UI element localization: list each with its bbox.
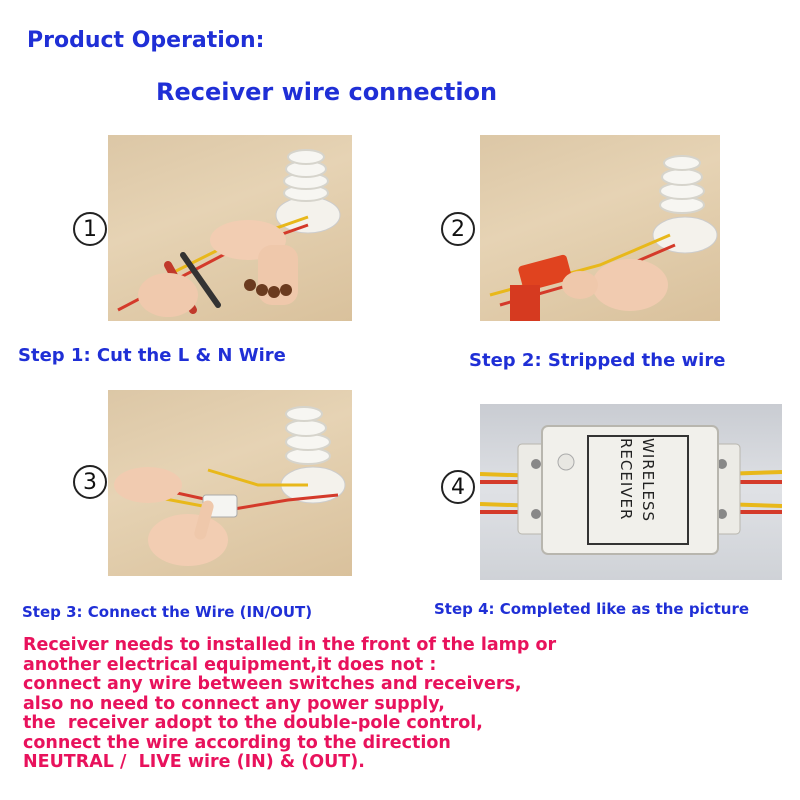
note-line: also no need to connect any power supply… [23,693,445,714]
note-line: another electrical equipment,it does not… [23,654,437,675]
step-1-photo [108,135,352,321]
stripping-wire-illustration [489,155,718,321]
note-line: connect the wire according to the direct… [23,732,451,753]
connecting-wire-illustration [114,406,346,566]
receiver-label-line-1: WIRELESS [639,438,657,523]
note-line: the receiver adopt to the double-pole co… [23,713,483,733]
step-3-number: 3 [73,465,107,499]
receiver-label-line-2: RECEIVER [617,438,635,521]
step-1-number: 1 [73,212,107,246]
step-3-photo [108,390,352,576]
step-2-number: 2 [441,212,475,246]
wireless-receiver-illustration [480,425,782,555]
step-2-photo [480,135,720,321]
note-line: Receiver needs to installed in the front… [23,635,557,655]
note-line: NEUTRAL / LIVE wire (IN) & (OUT). [23,752,365,772]
step-4-photo: WIRELESS RECEIVER [480,404,782,580]
step-1-label: Step 1: Cut the L & N Wire [18,345,286,366]
step-3-label: Step 3: Connect the Wire (IN/OUT) [22,603,313,621]
step-4-label: Step 4: Completed like as the picture [434,600,750,618]
page-title: Product Operation: [27,28,265,53]
installation-note: Receiver needs to installed in the front… [23,635,557,773]
receiver-label: WIRELESS RECEIVER [607,438,667,542]
page-subtitle: Receiver wire connection [156,78,498,106]
step-2-label: Step 2: Stripped the wire [469,350,726,371]
step-4-number: 4 [441,470,475,504]
note-line: connect any wire between switches and re… [23,674,522,694]
cutting-wire-illustration [117,149,341,317]
